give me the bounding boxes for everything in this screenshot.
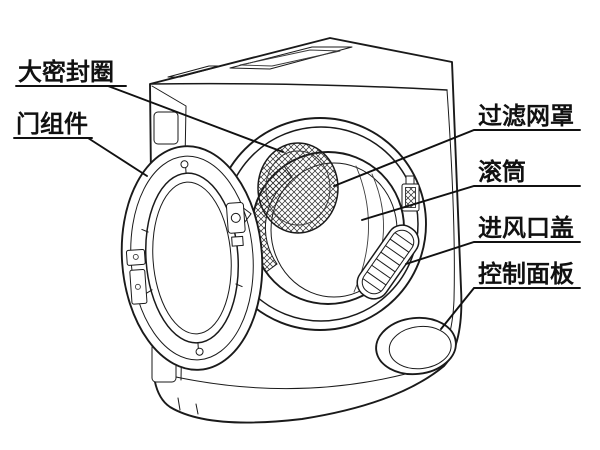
door-outer-rim (120, 145, 264, 371)
callout-lines (13, 85, 581, 330)
air-inlet-vents (356, 224, 420, 300)
door-catch-knob (405, 175, 415, 185)
filter-mesh-cover (257, 142, 339, 234)
top-front-edge (149, 82, 448, 91)
door-assembly-drawing (120, 145, 264, 371)
air-inlet-outline (356, 224, 420, 300)
door-hinge (125, 248, 148, 305)
air-inlet-slats (362, 232, 414, 292)
latch-body (225, 201, 246, 234)
control-panel-inner (388, 325, 452, 370)
hinge-block-bottom (129, 268, 148, 305)
callout-line-door-assembly (13, 137, 148, 177)
callout-line-air-inlet (405, 241, 581, 265)
callout-line-control-panel (440, 287, 581, 330)
control-panel-outer (375, 316, 457, 376)
hinge-bolt-2 (134, 283, 141, 290)
latch-foot (231, 235, 244, 247)
door-latch (225, 201, 252, 247)
label-control-panel: 控制面板 (478, 260, 575, 288)
door-glass-inner (152, 181, 232, 335)
door-screw-top (180, 160, 189, 169)
hinge-plate-top (153, 111, 179, 145)
door-screw-bottom (195, 347, 204, 356)
label-air-inlet: 进风口盖 (478, 214, 574, 242)
callout-line-seal-ring (15, 85, 284, 153)
top-inset-large-inner (239, 49, 341, 67)
callout-line-filter-cover (333, 129, 581, 187)
base-detail-lines (177, 397, 199, 415)
label-filter-cover: 过滤网罩 (478, 103, 574, 130)
label-seal-ring: 大密封圈 (18, 58, 114, 86)
latch-pin (230, 212, 241, 223)
top-inset-small (167, 65, 222, 78)
door-catch-hatch (405, 187, 416, 208)
top-inset-large (229, 46, 353, 70)
base-seam (153, 365, 435, 390)
latch-hook (243, 207, 252, 223)
label-door-assembly: 门组件 (16, 110, 88, 138)
hinge-bolt-1 (132, 253, 139, 260)
air-inlet-inner (361, 229, 415, 295)
label-drum: 滚筒 (478, 158, 526, 186)
callout-labels: 大密封圈 门组件 过滤网罩 滚筒 进风口盖 控制面板 (16, 58, 575, 288)
filter-mesh-inner-rim (265, 150, 331, 226)
control-panel-oval (375, 316, 457, 376)
callout-line-drum (361, 185, 581, 221)
hinge-block-top (125, 248, 146, 266)
